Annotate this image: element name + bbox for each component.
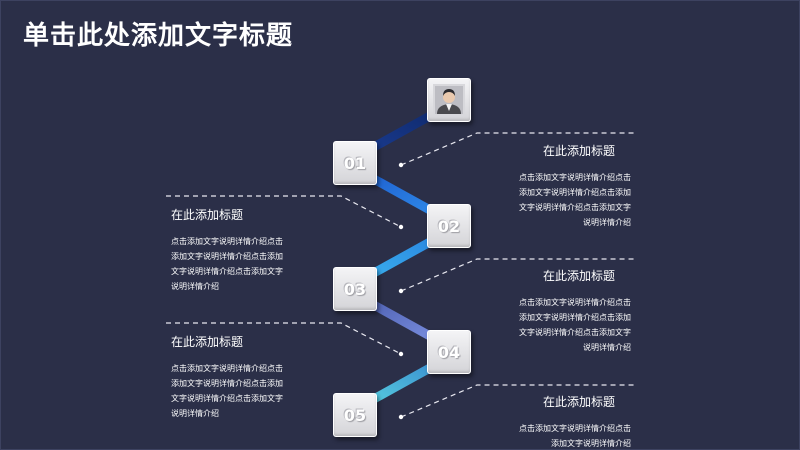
step-box-01: 01 — [333, 141, 377, 185]
leader-line-2 — [166, 195, 402, 228]
text-block-2: 在此添加标题 点击添加文字说明详情介绍点击添加文字说明详情介绍点击添加文字说明详… — [171, 208, 289, 294]
text-block-body: 点击添加文字说明详情介绍点击添加文字说明详情介绍点击添加文字说明详情介绍点击添加… — [519, 173, 631, 227]
leader-line-3 — [400, 258, 637, 292]
text-block-heading: 在此添加标题 — [543, 144, 616, 158]
text-block-5: 在此添加标题 点击添加文字说明详情介绍点击添加文字说明详情介绍 — [513, 395, 631, 450]
avatar-box — [427, 78, 471, 122]
text-block-heading: 在此添加标题 — [543, 395, 616, 409]
step-box-04: 04 — [427, 330, 471, 374]
leader-line-1 — [400, 132, 637, 166]
leader-dot — [398, 288, 404, 294]
text-block-heading: 在此添加标题 — [171, 208, 244, 222]
leader-dot — [398, 414, 404, 420]
leader-dot — [398, 351, 404, 357]
slide-title: 单击此处添加文字标题 — [23, 21, 294, 51]
text-block-3: 在此添加标题 点击添加文字说明详情介绍点击添加文字说明详情介绍点击添加文字说明详… — [513, 269, 631, 355]
text-block-heading: 在此添加标题 — [171, 335, 244, 349]
person-avatar-icon — [433, 84, 465, 116]
text-block-heading: 在此添加标题 — [543, 269, 616, 283]
text-block-body: 点击添加文字说明详情介绍点击添加文字说明详情介绍 — [519, 424, 631, 448]
text-block-body: 点击添加文字说明详情介绍点击添加文字说明详情介绍点击添加文字说明详情介绍点击添加… — [171, 364, 283, 418]
step-box-05: 05 — [333, 393, 377, 437]
leader-dot — [398, 224, 404, 230]
text-block-body: 点击添加文字说明详情介绍点击添加文字说明详情介绍点击添加文字说明详情介绍点击添加… — [171, 237, 283, 291]
text-block-body: 点击添加文字说明详情介绍点击添加文字说明详情介绍点击添加文字说明详情介绍点击添加… — [519, 298, 631, 352]
leader-line-4 — [166, 322, 402, 355]
text-block-1: 在此添加标题 点击添加文字说明详情介绍点击添加文字说明详情介绍点击添加文字说明详… — [513, 144, 631, 230]
leader-dot — [398, 162, 404, 168]
step-box-03: 03 — [333, 267, 377, 311]
step-box-02: 02 — [427, 204, 471, 248]
text-block-4: 在此添加标题 点击添加文字说明详情介绍点击添加文字说明详情介绍点击添加文字说明详… — [171, 335, 289, 421]
leader-line-5 — [400, 384, 637, 418]
